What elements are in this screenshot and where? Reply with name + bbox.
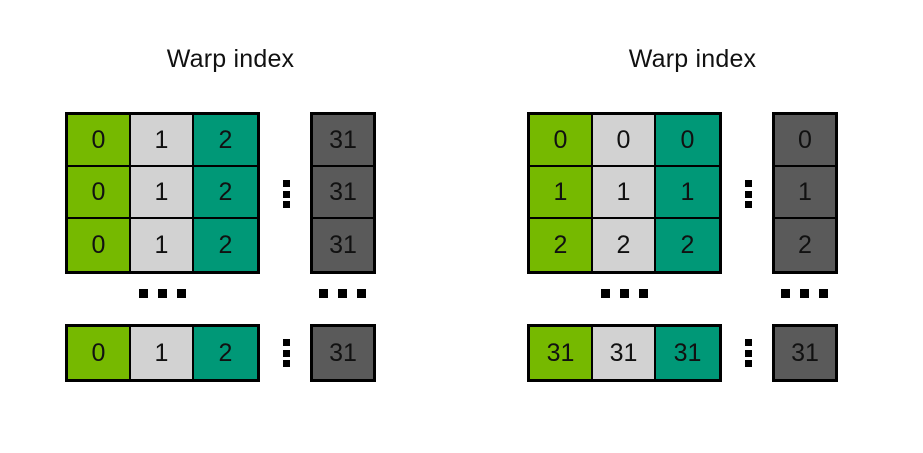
dot-icon xyxy=(800,289,809,298)
last-cell-c1: 1 xyxy=(131,327,194,379)
panel-left-tail-last-block: 31 xyxy=(310,324,376,382)
dot-icon xyxy=(745,180,752,187)
vertical-dots-separator-main xyxy=(283,180,290,208)
ellipsis-tail xyxy=(319,289,366,298)
cell-r0c2: 2 xyxy=(194,115,257,167)
cell-r2c2: 2 xyxy=(194,219,257,271)
last-cell-c0: 31 xyxy=(530,327,593,379)
panel-left: Warp index 0 1 2 0 1 2 0 1 2 31 31 31 xyxy=(0,0,461,453)
panel-right-tail-block: 0 1 2 xyxy=(772,112,838,274)
dot-icon xyxy=(283,349,290,357)
dot-icon xyxy=(283,339,290,346)
ellipsis-main xyxy=(139,289,186,298)
last-cell-c0: 0 xyxy=(68,327,131,379)
vertical-dots-separator-last xyxy=(283,339,290,367)
panel-right-last-block: 31 31 31 xyxy=(527,324,722,382)
dot-icon xyxy=(357,289,366,298)
tail-cell-r2: 2 xyxy=(775,219,835,271)
cell-r2c1: 1 xyxy=(131,219,194,271)
tail-last-cell: 31 xyxy=(313,327,373,379)
cell-r0c1: 0 xyxy=(593,115,656,167)
cell-r0c1: 1 xyxy=(131,115,194,167)
panel-right-main-block: 0 0 0 1 1 1 2 2 2 xyxy=(527,112,722,274)
dot-icon xyxy=(139,289,148,298)
cell-r0c0: 0 xyxy=(68,115,131,167)
cell-r2c2: 2 xyxy=(656,219,719,271)
cell-r1c0: 1 xyxy=(530,167,593,219)
ellipsis-tail xyxy=(781,289,828,298)
last-cell-c2: 2 xyxy=(194,327,257,379)
panel-left-title: Warp index xyxy=(166,45,295,73)
cell-r0c0: 0 xyxy=(530,115,593,167)
dot-icon xyxy=(158,289,167,298)
last-cell-c2: 31 xyxy=(656,327,719,379)
cell-r1c1: 1 xyxy=(131,167,194,219)
cell-r1c2: 2 xyxy=(194,167,257,219)
cell-r1c2: 1 xyxy=(656,167,719,219)
panel-left-tail-block: 31 31 31 xyxy=(310,112,376,274)
panel-right-tail-last-block: 31 xyxy=(772,324,838,382)
dot-icon xyxy=(283,201,290,208)
vertical-dots-separator-main xyxy=(745,180,752,208)
tail-cell-r0: 0 xyxy=(775,115,835,167)
vertical-dots-separator-last xyxy=(745,339,752,367)
dot-icon xyxy=(781,289,790,298)
dot-icon xyxy=(601,289,610,298)
dot-icon xyxy=(745,360,752,367)
cell-r2c0: 0 xyxy=(68,219,131,271)
dot-icon xyxy=(620,289,629,298)
cell-r2c0: 2 xyxy=(530,219,593,271)
panel-left-main-block: 0 1 2 0 1 2 0 1 2 xyxy=(65,112,260,274)
dot-icon xyxy=(338,289,347,298)
tail-cell-r1: 1 xyxy=(775,167,835,219)
dot-icon xyxy=(319,289,328,298)
dot-icon xyxy=(283,360,290,367)
dot-icon xyxy=(745,339,752,346)
cell-r2c1: 2 xyxy=(593,219,656,271)
dot-icon xyxy=(745,190,752,198)
dot-icon xyxy=(745,201,752,208)
ellipsis-main xyxy=(601,289,648,298)
cell-r0c2: 0 xyxy=(656,115,719,167)
dot-icon xyxy=(283,190,290,198)
tail-cell-r2: 31 xyxy=(313,219,373,271)
cell-r1c1: 1 xyxy=(593,167,656,219)
tail-cell-r1: 31 xyxy=(313,167,373,219)
panel-right: Warp index 0 0 0 1 1 1 2 2 2 0 1 2 xyxy=(462,0,923,453)
tail-cell-r0: 31 xyxy=(313,115,373,167)
cell-r1c0: 0 xyxy=(68,167,131,219)
panel-left-last-block: 0 1 2 xyxy=(65,324,260,382)
dot-icon xyxy=(639,289,648,298)
dot-icon xyxy=(819,289,828,298)
dot-icon xyxy=(283,180,290,187)
panel-right-title: Warp index xyxy=(628,45,757,73)
dot-icon xyxy=(745,349,752,357)
dot-icon xyxy=(177,289,186,298)
tail-last-cell: 31 xyxy=(775,327,835,379)
last-cell-c1: 31 xyxy=(593,327,656,379)
